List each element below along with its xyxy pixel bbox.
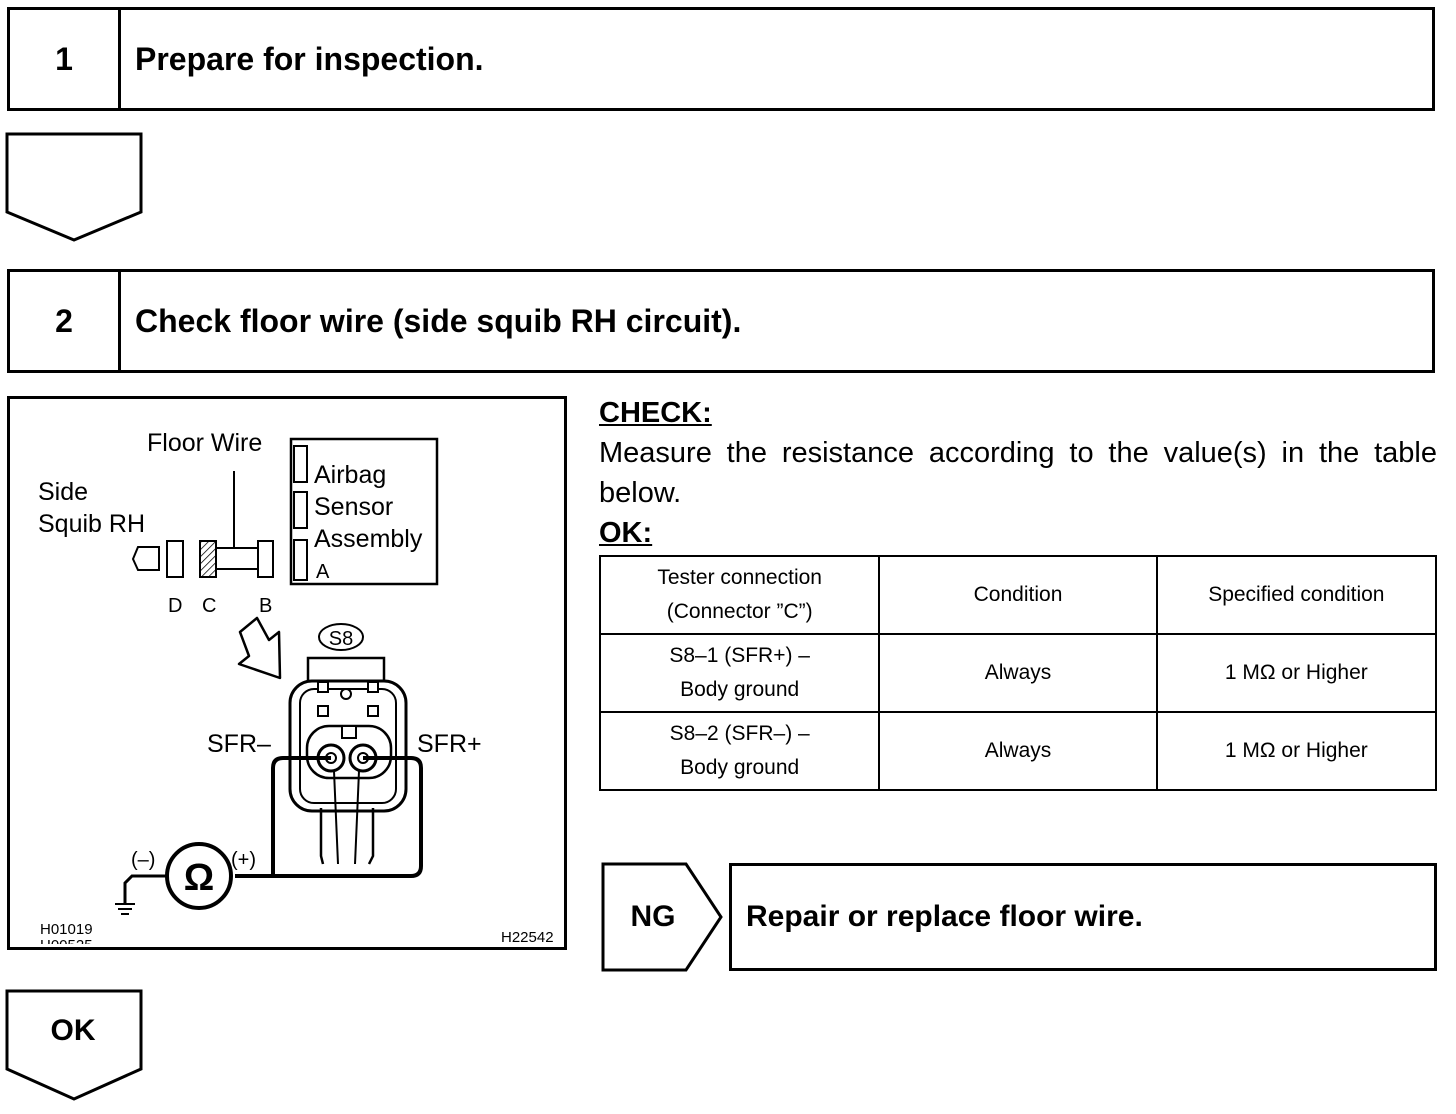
connector-c-label: C xyxy=(202,595,216,617)
cell-text: S8–2 (SFR–) – xyxy=(669,722,810,745)
sfr-plus-label: SFR+ xyxy=(417,730,482,758)
table-cell: Always xyxy=(878,711,1158,791)
step-title: Prepare for inspection. xyxy=(135,40,484,77)
ok-label: OK xyxy=(50,1014,96,1047)
spec-table: Tester connection (Connector ”C”) Condit… xyxy=(598,555,1438,791)
cell-text: S8–1 (SFR+) – xyxy=(669,644,810,667)
step-number: 1 xyxy=(10,10,121,108)
table-cell: S8–1 (SFR+) – Body ground xyxy=(598,633,881,713)
table-row: S8–1 (SFR+) – Body ground Always 1 MΩ or… xyxy=(598,633,1438,713)
check-heading: CHECK: xyxy=(599,397,712,429)
table-cell: 1 MΩ or Higher xyxy=(1155,633,1438,713)
step-1-box: 1 Prepare for inspection. xyxy=(7,7,1435,111)
header-text: Tester connection xyxy=(657,566,822,589)
ok-heading: OK: xyxy=(599,517,653,549)
cell-text: Body ground xyxy=(680,756,800,779)
airbag-label: Sensor xyxy=(314,493,393,521)
sfr-minus-label: SFR– xyxy=(207,730,271,758)
wiring-diagram: Floor Wire Side Squib RH Airbag Sensor A… xyxy=(7,396,567,950)
figure-code-left: H01019 xyxy=(40,921,93,938)
ok-arrow xyxy=(5,989,143,1101)
ng-label: NG xyxy=(630,900,676,933)
ng-arrow xyxy=(601,862,723,972)
airbag-label: Airbag xyxy=(314,461,386,489)
connector-b-label: B xyxy=(259,595,272,617)
s8-label: S8 xyxy=(329,628,353,650)
table-row: S8–2 (SFR–) – Body ground Always 1 MΩ or… xyxy=(598,711,1438,791)
side-squib-label: Side xyxy=(38,478,88,506)
table-cell: Always xyxy=(878,633,1158,713)
table-cell: 1 MΩ or Higher xyxy=(1155,711,1438,791)
connector-d-label: D xyxy=(168,595,182,617)
header-text: (Connector ”C”) xyxy=(666,600,813,623)
table-header: Tester connection (Connector ”C”) xyxy=(598,555,881,635)
step-2-box: 2 Check floor wire (side squib RH circui… xyxy=(7,269,1435,373)
table-header: Specified condition xyxy=(1155,555,1438,635)
cell-text: Body ground xyxy=(680,678,800,701)
floor-wire-label: Floor Wire xyxy=(147,429,262,457)
ng-action-box: Repair or replace floor wire. xyxy=(729,863,1437,971)
table-header: Condition xyxy=(878,555,1158,635)
connector-a-label: A xyxy=(316,561,330,583)
airbag-label: Assembly xyxy=(314,525,423,553)
pos-terminal-label: (+) xyxy=(231,849,256,871)
flow-arrow xyxy=(5,132,143,242)
table-header-row: Tester connection (Connector ”C”) Condit… xyxy=(598,555,1438,635)
side-squib-label: Squib RH xyxy=(38,510,145,538)
neg-terminal-label: (–) xyxy=(131,849,155,871)
ohm-icon: Ω xyxy=(184,857,214,899)
step-title: Check floor wire (side squib RH circuit)… xyxy=(135,302,742,339)
table-cell: S8–2 (SFR–) – Body ground xyxy=(598,711,881,791)
check-section: CHECK: Measure the resistance according … xyxy=(599,393,1437,553)
step-number: 2 xyxy=(10,272,121,370)
check-text: below. xyxy=(599,477,682,509)
figure-code-right: H22542 xyxy=(501,929,554,946)
check-text: Measure the resistance according to the … xyxy=(599,437,1437,469)
